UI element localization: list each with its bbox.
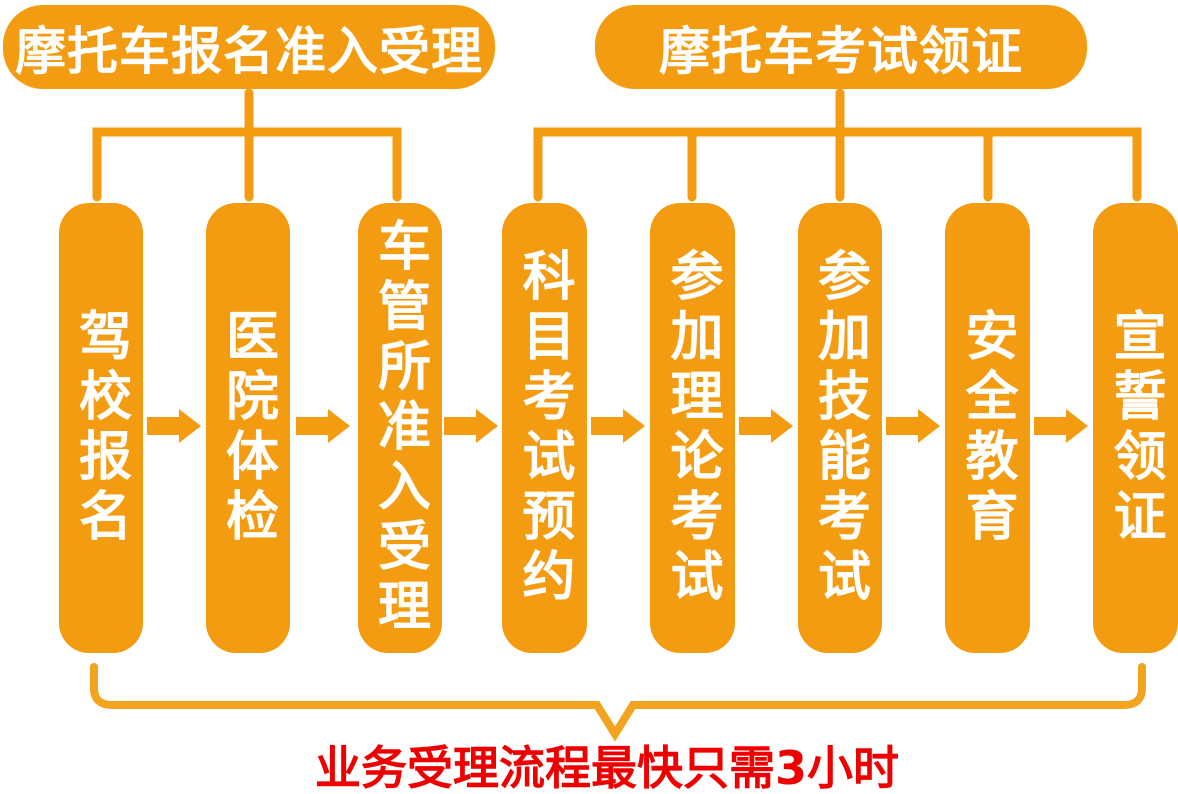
connector-tree-left bbox=[92, 88, 402, 202]
flow-arrow-5 bbox=[739, 409, 793, 443]
step-box-skill-exam: 参加技能考试 bbox=[798, 203, 882, 653]
flow-arrow-4 bbox=[591, 409, 645, 443]
header-pill-exam-license: 摩托车考试领证 bbox=[595, 5, 1087, 89]
step-box-hospital-checkup: 医院体检 bbox=[206, 203, 290, 653]
flow-arrow-2 bbox=[296, 409, 350, 443]
step-box-oath-license: 宣誓领证 bbox=[1093, 203, 1178, 653]
step-box-driving-school: 驾校报名 bbox=[59, 203, 143, 653]
step-label: 医院体检 bbox=[217, 308, 279, 548]
header-pill-registration: 摩托车报名准入受理 bbox=[3, 5, 495, 89]
step-label: 参加理论考试 bbox=[662, 248, 723, 608]
step-box-exam-booking: 科目考试预约 bbox=[502, 203, 587, 653]
step-label: 参加技能考试 bbox=[809, 248, 871, 608]
step-label: 安全教育 bbox=[957, 308, 1018, 548]
step-box-dmv-acceptance: 车管所准入受理 bbox=[358, 203, 442, 653]
step-label: 驾校报名 bbox=[70, 308, 132, 548]
step-label: 车管所准入受理 bbox=[369, 218, 431, 638]
step-box-theory-exam: 参加理论考试 bbox=[650, 203, 735, 653]
step-label: 科目考试预约 bbox=[514, 248, 575, 608]
header-pill-exam-license-label: 摩托车考试领证 bbox=[658, 23, 1023, 82]
step-box-safety-education: 安全教育 bbox=[945, 203, 1030, 653]
header-pill-registration-label: 摩托车报名准入受理 bbox=[14, 23, 483, 82]
step-label: 宣誓领证 bbox=[1105, 308, 1166, 548]
footer-note: 业务受理流程最快只需3小时 bbox=[314, 741, 899, 794]
flow-arrow-6 bbox=[886, 409, 940, 443]
summary-bracket bbox=[90, 663, 1146, 742]
connector-tree-right bbox=[533, 88, 1142, 202]
flow-arrow-1 bbox=[147, 409, 201, 443]
flow-arrow-7 bbox=[1034, 409, 1088, 443]
flow-arrow-3 bbox=[444, 409, 498, 443]
